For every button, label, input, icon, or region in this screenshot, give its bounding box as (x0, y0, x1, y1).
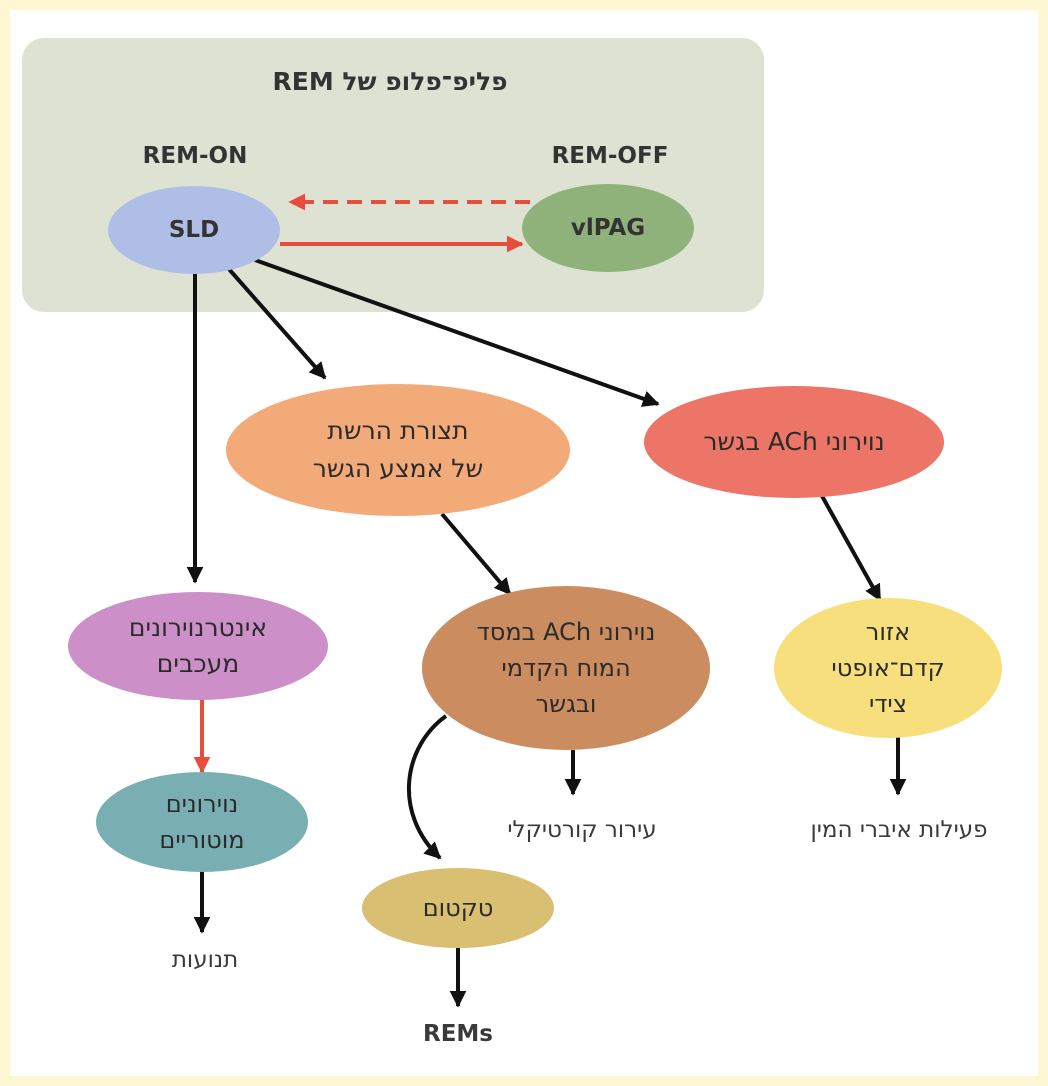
node-ach-pons-label: נוירוני ACh בגשר (703, 427, 885, 456)
node-ach-forebrain-label: נוירוני ACh במסד המוח הקדמי ובגשר (476, 618, 656, 718)
arrow-reticular-to-ach-forebrain (440, 512, 512, 596)
arrow-sld-to-ach-pons (254, 258, 660, 407)
node-preoptic-label: אזור קדם־אופטי צידי (831, 618, 945, 718)
diagram-graphics (22, 38, 1002, 1008)
node-vlpag (522, 184, 694, 272)
rem-off-label: REM-OFF (551, 143, 669, 169)
node-reticular (226, 384, 570, 516)
output-movements: תנועות (171, 947, 239, 973)
node-motor-label: נוירונים מוטוריים (159, 790, 245, 854)
node-sld-label: SLD (168, 217, 220, 243)
node-ach-pons (644, 386, 944, 498)
node-interneurons-label: אינטרנוירונים מעכבים (128, 613, 268, 678)
rem-on-label: REM-ON (142, 143, 248, 169)
arrow-sld-to-reticular (226, 266, 327, 380)
node-motor (96, 772, 308, 872)
node-ach-forebrain (422, 586, 710, 750)
node-preoptic (774, 598, 1002, 738)
diagram-canvas: פליפ־פלופ של REM REM-ON REM-OFF SLD vlPA… (10, 10, 1038, 1076)
output-sexual-activity: פעילות איברי המין (810, 817, 988, 843)
node-tectum-label: טקטום (422, 894, 494, 922)
arrow-ach-pons-to-preoptic (820, 495, 882, 602)
node-vlpag-label: vlPAG (570, 215, 646, 241)
node-sld (108, 186, 280, 274)
flip-flop-title: פליפ־פלופ של REM (272, 67, 508, 96)
output-rems: REMs (423, 1021, 493, 1047)
node-tectum (362, 868, 554, 948)
node-reticular-label: תצורת הרשת של אמצע הגשר (312, 416, 484, 483)
node-interneurons (68, 592, 328, 700)
output-cortical-arousal: עירור קורטיקלי (507, 817, 657, 843)
arrow-ach-forebrain-to-tectum (406, 714, 448, 860)
